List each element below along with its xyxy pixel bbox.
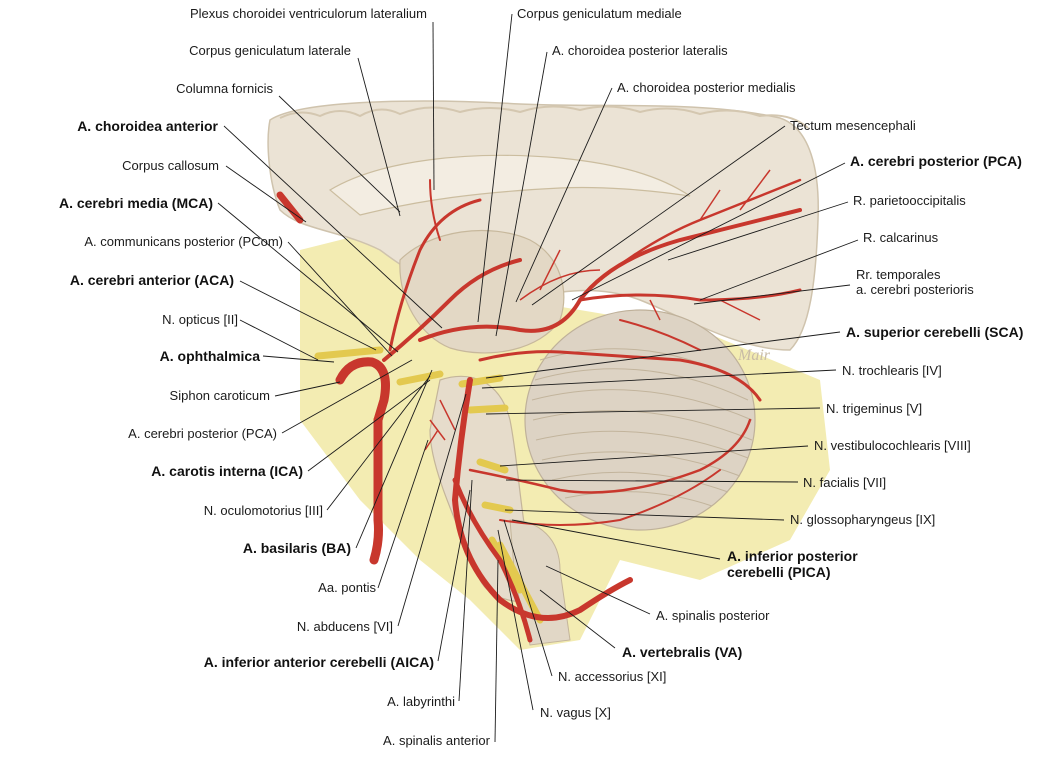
small-branches xyxy=(424,169,771,451)
label-a-cerebri-posterior-right: A. cerebri posterior (PCA) xyxy=(850,153,1022,169)
label-a-spinalis-anterior: A. spinalis anterior xyxy=(383,733,490,748)
midbrain-region xyxy=(399,229,565,354)
label-n-opticus: N. opticus [II] xyxy=(162,312,238,327)
label-corpus-geniculatum-mediale: Corpus geniculatum mediale xyxy=(517,6,682,21)
leader-lines xyxy=(217,13,859,743)
label-corpus-geniculatum-laterale: Corpus geniculatum laterale xyxy=(189,43,351,58)
label-n-facialis: N. facialis [VII] xyxy=(803,475,887,490)
label-a-inferior-anterior-cerebelli: A. inferior anterior cerebelli (AICA) xyxy=(203,654,434,670)
label-tectum-mesencephali: Tectum mesencephali xyxy=(790,118,916,133)
label-a-communicans-posterior: A. communicans posterior (PCom) xyxy=(84,234,283,249)
label-siphon-caroticum: Siphon caroticum xyxy=(169,388,270,403)
label-a-superior-cerebelli: A. superior cerebelli (SCA) xyxy=(846,324,1024,340)
label-aa-pontis: Aa. pontis xyxy=(318,580,376,595)
label-n-vagus: N. vagus [X] xyxy=(540,705,611,720)
label-a-cerebri-media: A. cerebri media (MCA) xyxy=(58,195,213,211)
cranial-nerves xyxy=(314,346,544,624)
label-a-spinalis-posterior: A. spinalis posterior xyxy=(656,608,770,623)
label-n-glossopharyngeus: N. glossopharyngeus [IX] xyxy=(790,512,936,527)
label-a-ophthalmica: A. ophthalmica xyxy=(159,348,260,364)
label-a-cerebri-anterior: A. cerebri anterior (ACA) xyxy=(69,272,234,288)
corpus-callosum-shape xyxy=(328,154,691,216)
label-plexus-choroidei: Plexus choroidei ventriculorum lateraliu… xyxy=(190,6,427,21)
label-a-inferior-posterior-cerebelli: A. inferior posterior cerebelli (PICA) xyxy=(727,548,858,580)
label-columna-fornicis: Columna fornicis xyxy=(176,81,273,96)
label-a-carotis-interna: A. carotis interna (ICA) xyxy=(151,463,303,479)
label-n-trigeminus: N. trigeminus [V] xyxy=(826,401,923,416)
label-n-abducens: N. abducens [VI] xyxy=(296,619,393,634)
label-n-oculomotorius: N. oculomotorius [III] xyxy=(203,503,323,518)
label-n-trochlearis: N. trochlearis [IV] xyxy=(842,363,942,378)
label-a-basilaris: A. basilaris (BA) xyxy=(242,540,351,556)
gyri-contour xyxy=(279,105,809,129)
arteries xyxy=(276,178,802,643)
label-rr-temporales: Rr. temporales a. cerebri posterioris xyxy=(856,267,974,297)
label-a-choroidea-posterior-medialis: A. choroidea posterior medialis xyxy=(617,80,796,95)
label-a-choroidea-anterior: A. choroidea anterior xyxy=(77,118,218,134)
label-a-choroidea-posterior-lateralis: A. choroidea posterior lateralis xyxy=(552,43,728,58)
cerebellum xyxy=(524,309,756,531)
label-n-accessorius: N. accessorius [XI] xyxy=(558,669,667,684)
label-a-cerebri-posterior-left: A. cerebri posterior (PCA) xyxy=(128,426,277,441)
label-r-parietooccipitalis: R. parietooccipitalis xyxy=(853,193,966,208)
label-n-vestibulocochlearis: N. vestibulocochlearis [VIII] xyxy=(814,438,971,453)
signature-mark: Mair xyxy=(737,347,771,364)
label-r-calcarinus: R. calcarinus xyxy=(863,230,939,245)
label-a-labyrinthi: A. labyrinthi xyxy=(387,694,455,709)
label-corpus-callosum: Corpus callosum xyxy=(122,158,219,173)
label-a-vertebralis: A. vertebralis (VA) xyxy=(622,644,743,660)
